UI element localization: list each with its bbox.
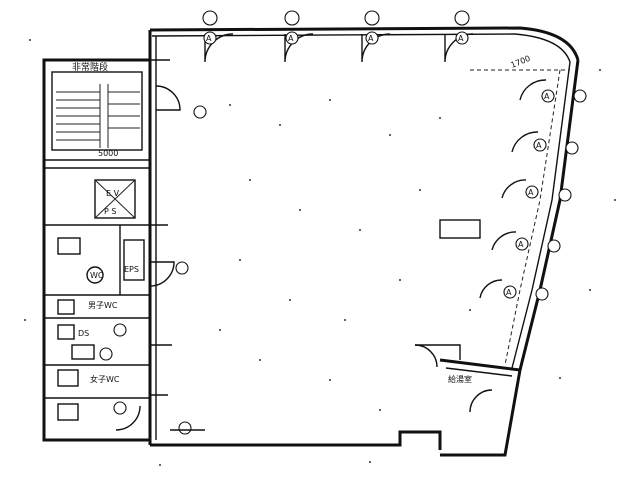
col-marker-a8: A [518, 240, 524, 249]
scan-specks [24, 39, 616, 466]
office-pillar [439, 219, 481, 239]
mens-wc-label: 男子WC [88, 301, 118, 310]
dashed-lines [470, 69, 570, 366]
emergency-stair [51, 71, 143, 151]
mens-wc-fixtures [57, 299, 127, 340]
eps-label: EPS [124, 265, 139, 274]
stair-label: 非常階段 [72, 61, 108, 73]
core-block-walls [42, 58, 152, 442]
kitchen-label: 給湯室 [448, 374, 472, 384]
col-marker-a6: A [536, 141, 542, 150]
ps-label: P S [104, 207, 116, 216]
col-marker-a1: A [206, 34, 212, 43]
door-swings [115, 33, 547, 431]
col-marker-a5: A [544, 92, 550, 101]
ds-label: DS [78, 329, 89, 338]
wc-label: WC [90, 271, 104, 280]
corner-dimension: 1700 [509, 54, 531, 70]
col-marker-a3: A [368, 34, 374, 43]
main-office-walls [148, 26, 580, 457]
col-marker-a7: A [528, 188, 534, 197]
elevator-shaft [94, 179, 136, 219]
wc-area [57, 237, 145, 284]
ev-label: E V [106, 189, 120, 198]
column-markers-top [202, 10, 470, 45]
col-marker-a4: A [458, 34, 464, 43]
dimension-label: 5000 [98, 149, 118, 158]
col-marker-a2: A [288, 34, 294, 43]
womens-wc-fixtures [57, 344, 113, 421]
wall-ticks [150, 59, 205, 431]
womens-wc-label: 女子WC [90, 374, 120, 384]
column-markers-right [113, 89, 587, 435]
col-marker-a9: A [506, 288, 512, 297]
